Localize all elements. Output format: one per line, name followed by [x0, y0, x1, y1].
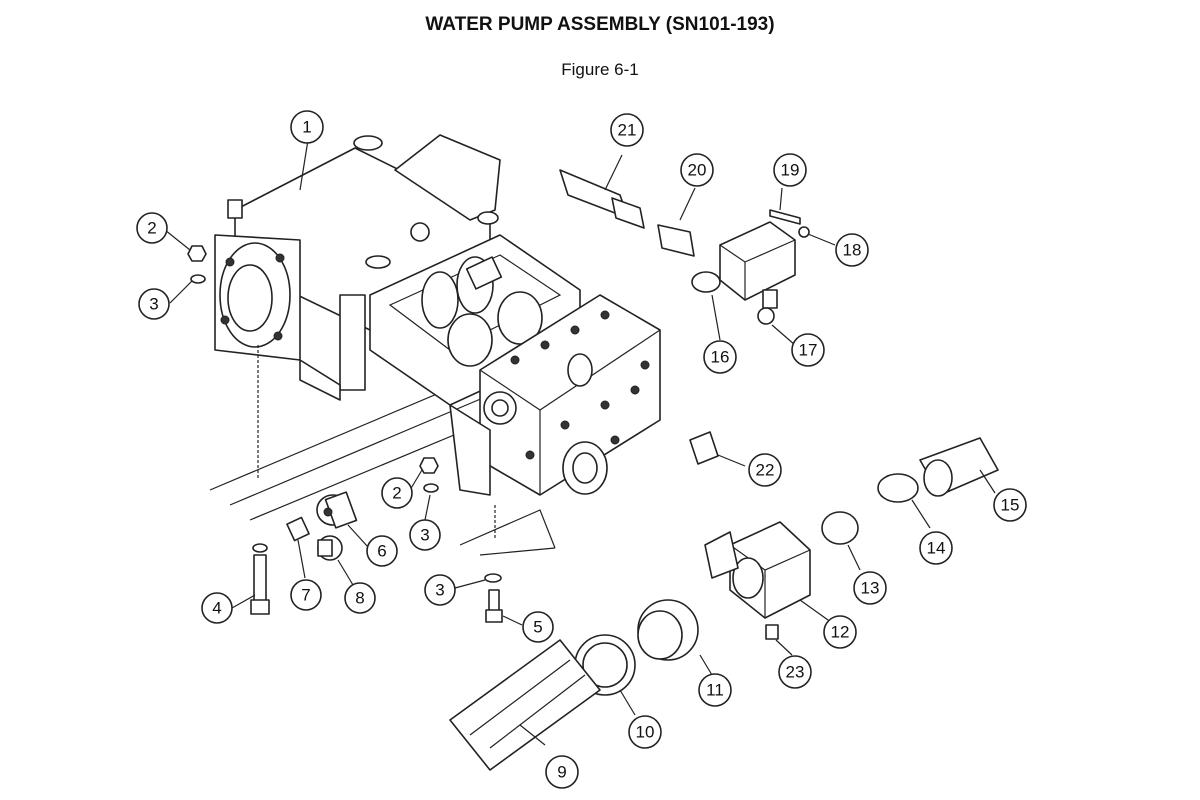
callout-3c: 3 — [424, 574, 456, 606]
callout-14: 14 — [919, 531, 953, 565]
valve-parts-left — [286, 491, 358, 561]
svg-text:12: 12 — [831, 623, 850, 642]
svg-text:22: 22 — [756, 461, 775, 480]
callout-1: 1 — [290, 110, 324, 144]
callout-12: 12 — [823, 615, 857, 649]
svg-text:14: 14 — [927, 539, 946, 558]
callout-15: 15 — [993, 488, 1027, 522]
svg-text:9: 9 — [557, 763, 566, 782]
svg-text:3: 3 — [149, 295, 158, 314]
svg-text:15: 15 — [1001, 496, 1020, 515]
inlet-assembly — [449, 437, 999, 771]
callout-13: 13 — [853, 571, 887, 605]
svg-text:19: 19 — [781, 161, 800, 180]
base-frame — [209, 379, 556, 556]
svg-text:6: 6 — [377, 542, 386, 561]
callout-19: 19 — [773, 153, 807, 187]
callout-6: 6 — [366, 535, 398, 567]
callout-3a: 3 — [138, 288, 170, 320]
hardware — [187, 245, 503, 623]
svg-text:8: 8 — [355, 589, 364, 608]
svg-text:21: 21 — [618, 121, 637, 140]
callout-16: 16 — [703, 340, 737, 374]
svg-text:23: 23 — [786, 663, 805, 682]
callout-9: 9 — [545, 755, 579, 789]
svg-text:17: 17 — [799, 341, 818, 360]
callout-17: 17 — [791, 333, 825, 367]
callout-2b: 2 — [381, 477, 413, 509]
leader-lines — [164, 139, 996, 746]
callout-22: 22 — [748, 453, 782, 487]
callout-3b: 3 — [409, 519, 441, 551]
callout-20: 20 — [680, 153, 714, 187]
callout-23: 23 — [778, 655, 812, 689]
callout-4: 4 — [201, 592, 233, 624]
svg-text:2: 2 — [147, 219, 156, 238]
callout-8: 8 — [344, 582, 376, 614]
svg-text:16: 16 — [711, 348, 730, 367]
svg-text:1: 1 — [302, 118, 311, 137]
svg-text:7: 7 — [301, 586, 310, 605]
figure-caption: Figure 6-1 — [561, 60, 639, 79]
unloader-assembly — [559, 169, 810, 465]
svg-text:13: 13 — [861, 579, 880, 598]
page-title: WATER PUMP ASSEMBLY (SN101-193) — [425, 14, 775, 35]
svg-text:10: 10 — [636, 723, 655, 742]
callout-11: 11 — [698, 673, 732, 707]
svg-text:5: 5 — [533, 618, 542, 637]
svg-text:3: 3 — [420, 526, 429, 545]
svg-text:18: 18 — [843, 241, 862, 260]
svg-text:11: 11 — [706, 681, 724, 700]
callout-2a: 2 — [136, 212, 168, 244]
callout-5: 5 — [522, 611, 554, 643]
callout-18: 18 — [835, 233, 869, 267]
svg-text:3: 3 — [435, 581, 444, 600]
callout-21: 21 — [610, 113, 644, 147]
svg-text:20: 20 — [688, 161, 707, 180]
pump-manifold — [449, 294, 661, 496]
callout-10: 10 — [628, 715, 662, 749]
svg-text:2: 2 — [392, 484, 401, 503]
callout-7: 7 — [290, 579, 322, 611]
svg-text:4: 4 — [212, 599, 221, 618]
